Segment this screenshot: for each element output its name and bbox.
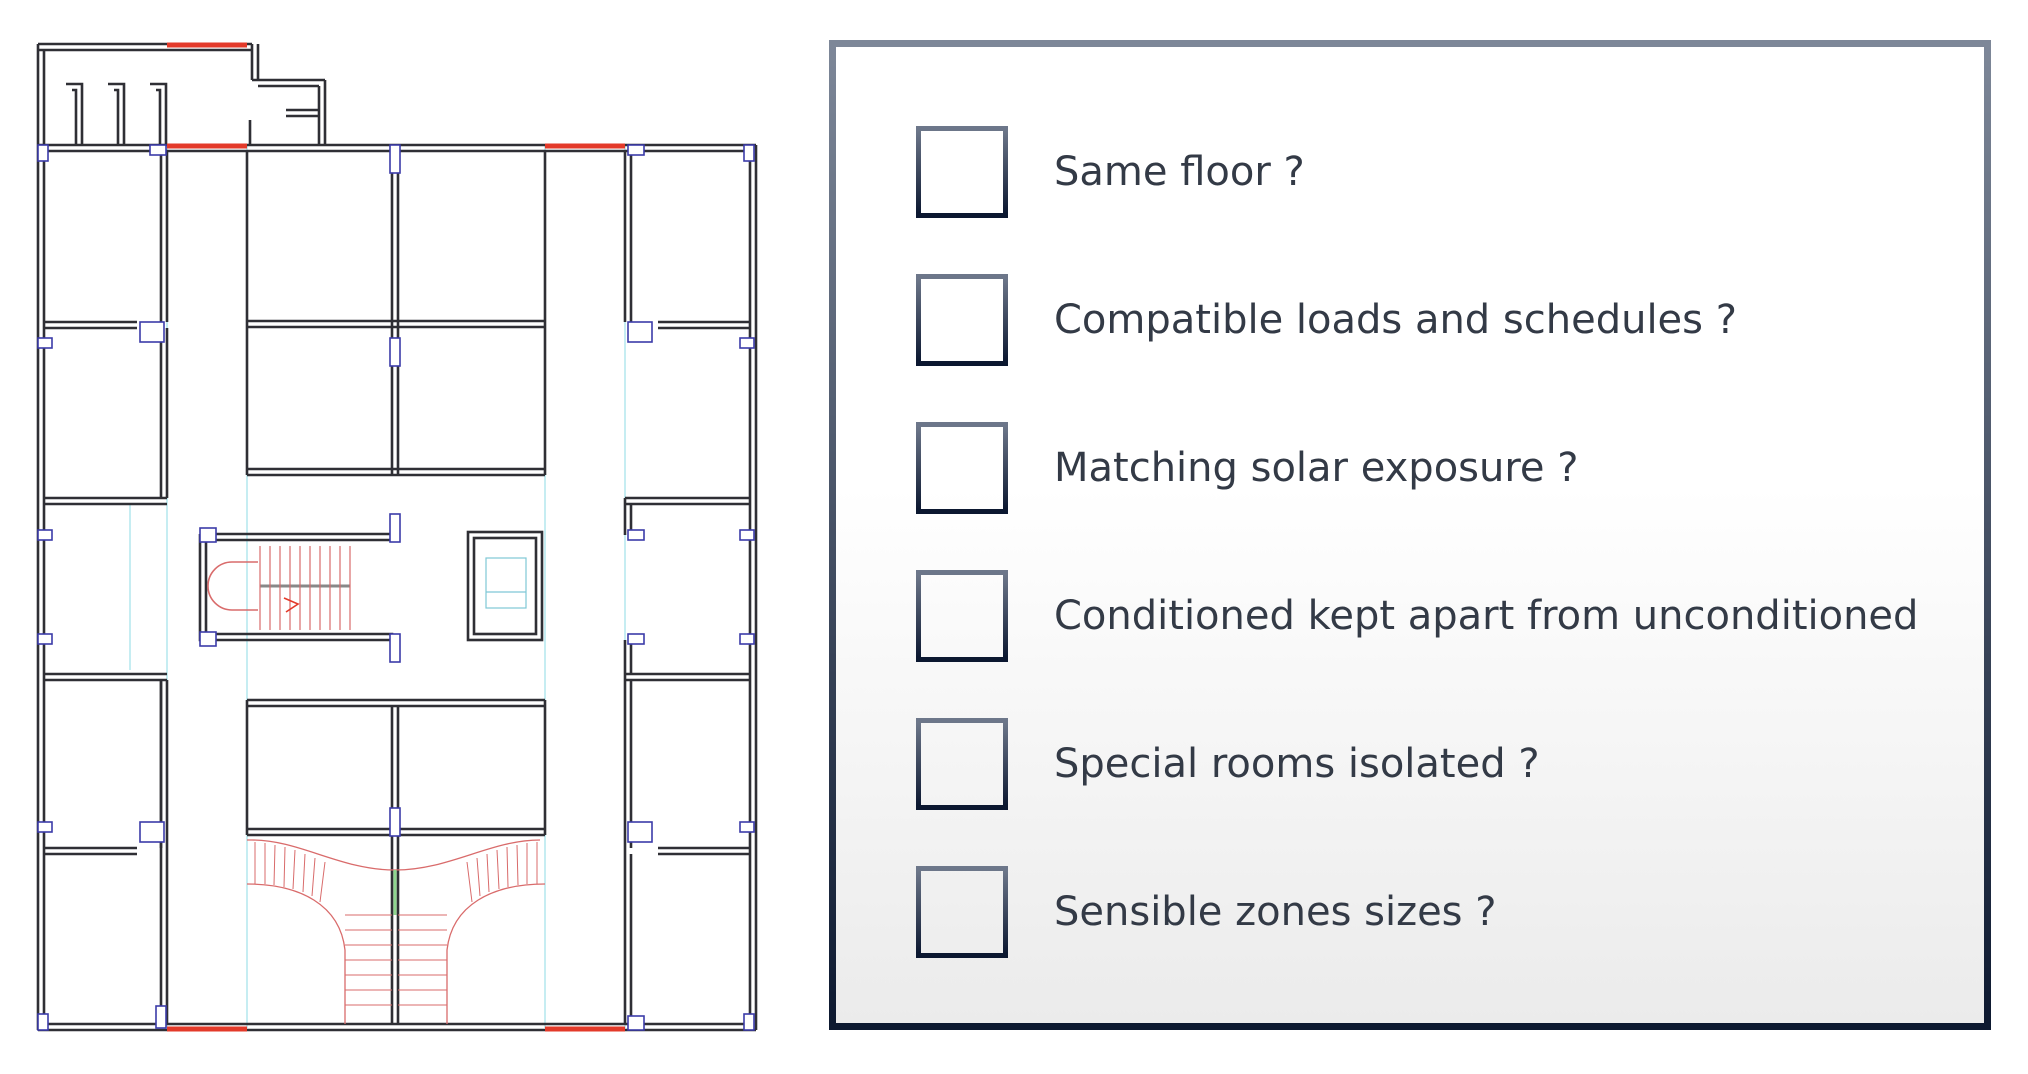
checklist-item: Compatible loads and schedules ? [916,274,1737,366]
floor-plan-drawing [36,42,758,1032]
checklist-item: Conditioned kept apart from unconditione… [916,570,1918,662]
central-staircase [207,546,351,630]
checklist-item: Matching solar exposure ? [916,422,1578,514]
checklist-item: Same floor ? [916,126,1305,218]
checklist-panel: Same floor ? Compatible loads and schedu… [829,40,1991,1030]
checklist-label: Sensible zones sizes ? [1054,889,1497,935]
checkbox[interactable] [916,718,1008,810]
elevator-shaft [485,557,527,609]
checklist-label: Conditioned kept apart from unconditione… [1054,593,1919,639]
checklist-label: Special rooms isolated ? [1054,741,1540,787]
checkbox[interactable] [916,422,1008,514]
checkbox[interactable] [916,570,1008,662]
checklist-item: Special rooms isolated ? [916,718,1540,810]
checklist-item: Sensible zones sizes ? [916,866,1496,958]
checkbox[interactable] [916,126,1008,218]
grid-lines [129,145,626,1028]
window-openings [167,42,625,1032]
checkbox[interactable] [916,274,1008,366]
curved-double-staircase [246,839,546,1024]
checklist-label: Compatible loads and schedules ? [1054,297,1737,343]
checklist-label: Same floor ? [1054,149,1305,195]
structural-columns [37,144,755,1031]
checklist-label: Matching solar exposure ? [1054,445,1579,491]
checkbox[interactable] [916,866,1008,958]
